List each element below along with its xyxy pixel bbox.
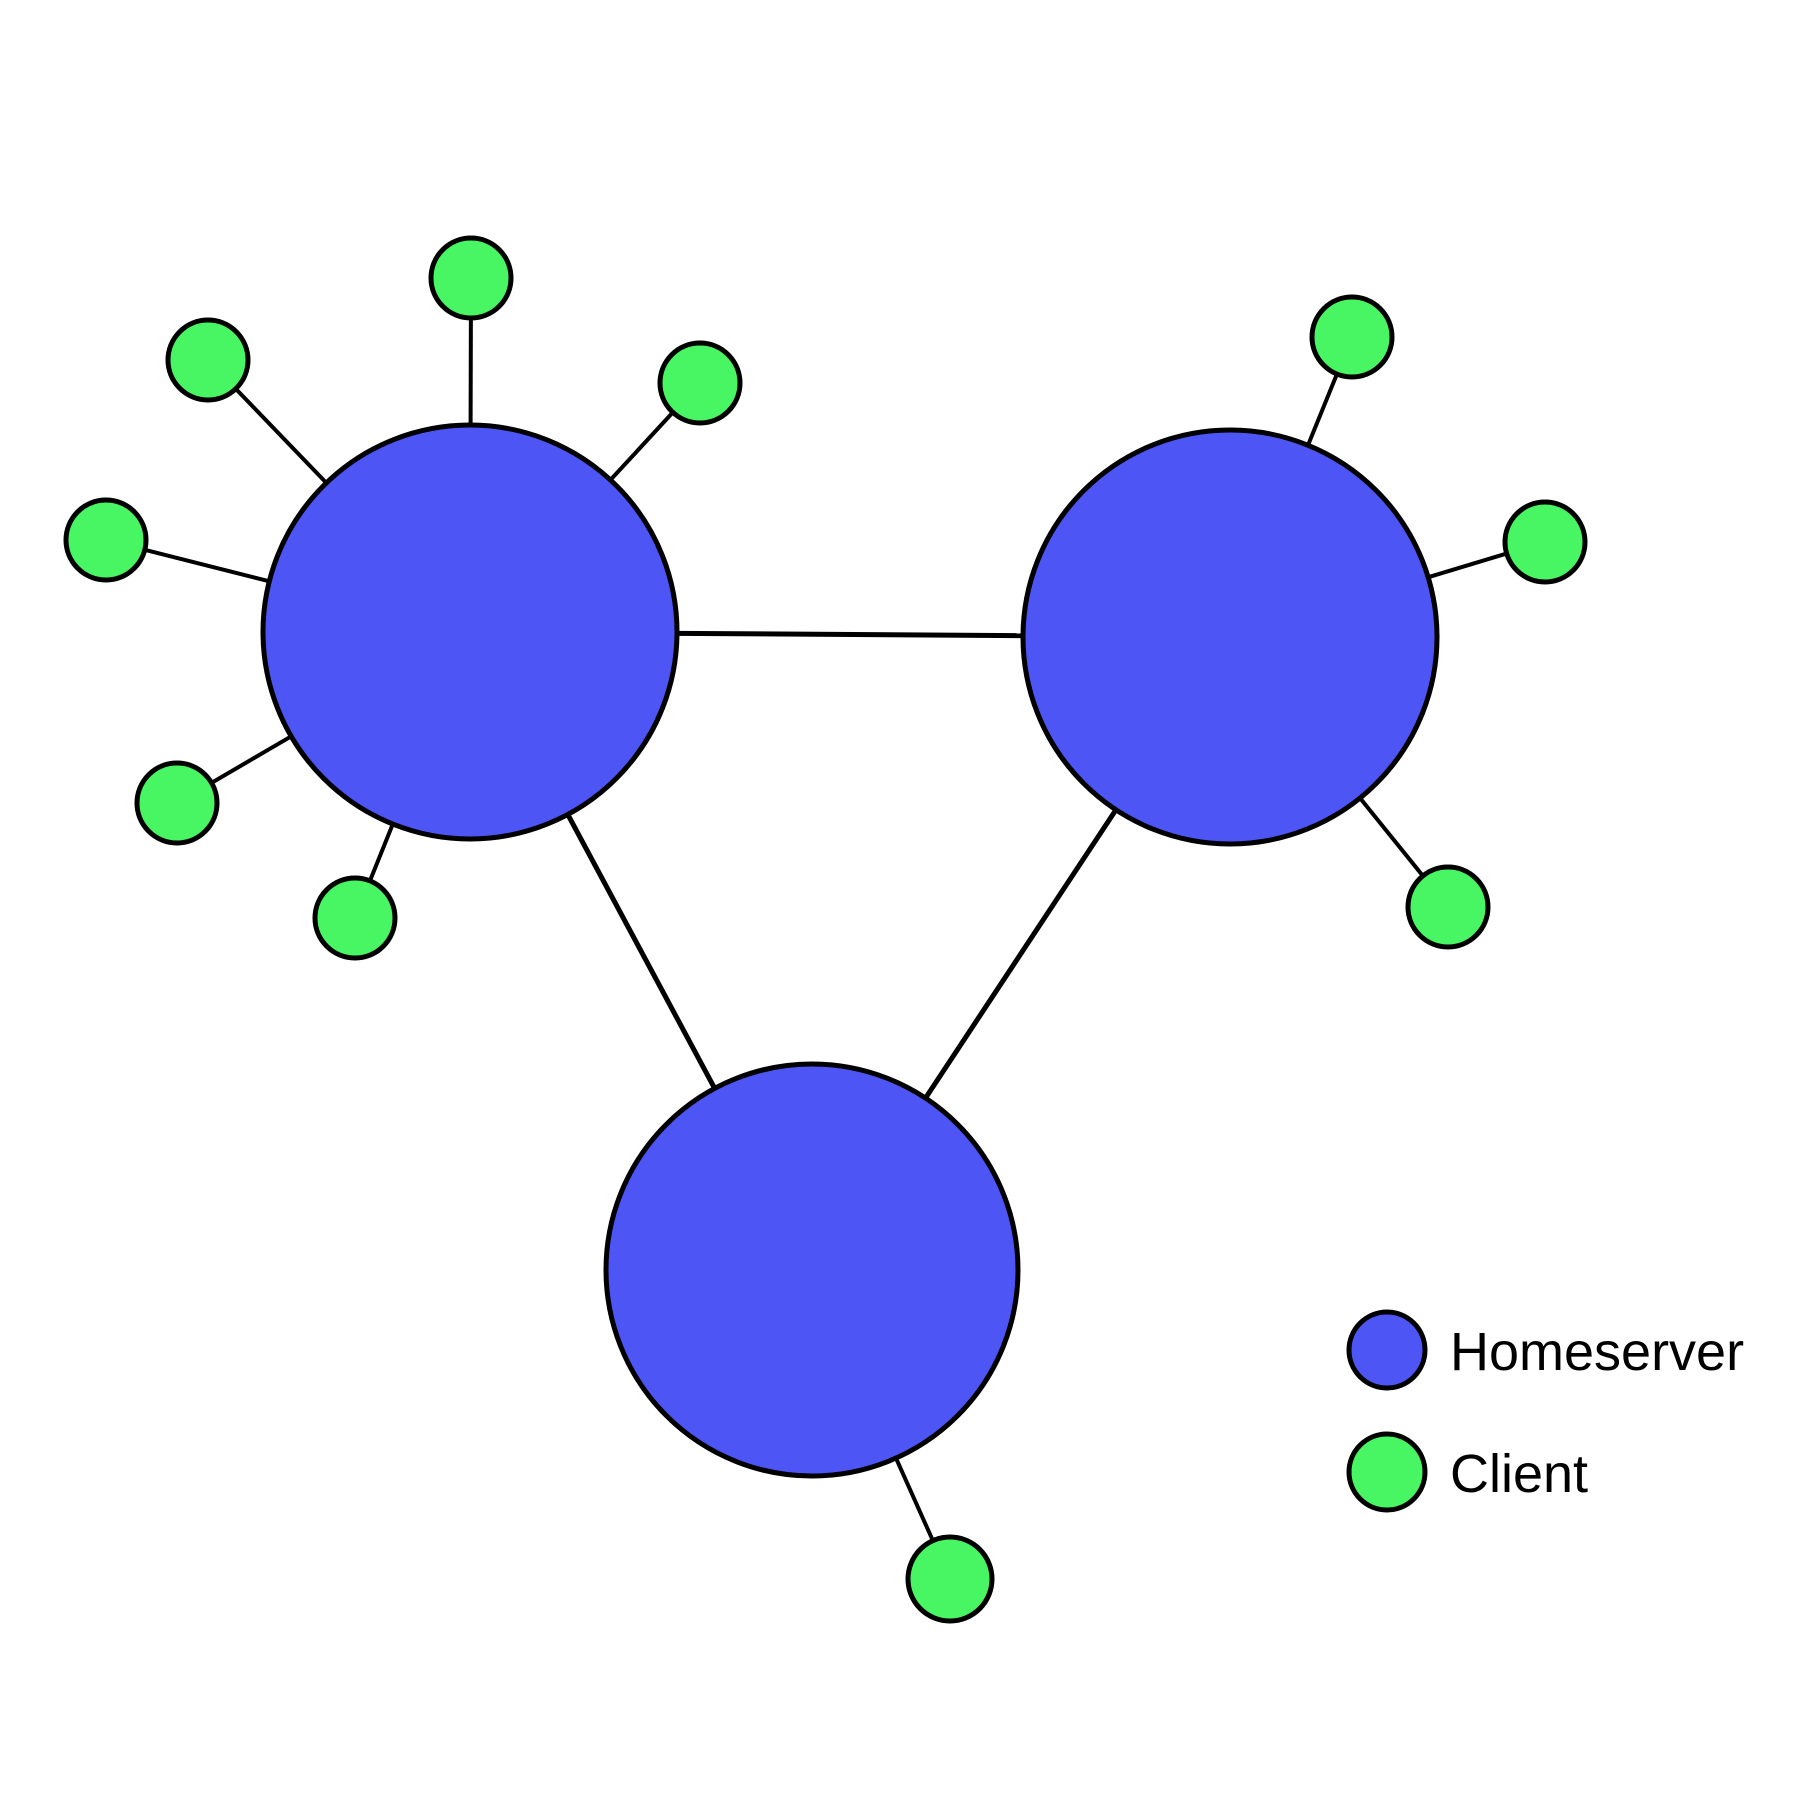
graph-edge-hs1-c5 [208, 733, 294, 786]
legend-label-client: Client [1450, 1444, 1588, 1504]
client-node-c4[interactable] [63, 497, 149, 583]
graph-edge-hs1-hs2 [674, 630, 1026, 639]
client-node-c9[interactable] [1405, 864, 1491, 950]
graph-edge-hs3-c10 [893, 1455, 936, 1544]
client-node-c6[interactable] [312, 875, 398, 961]
client-node-c8[interactable] [1502, 499, 1588, 585]
edges-layer [142, 315, 1510, 1544]
legend-swatch-homeserver [1346, 1309, 1428, 1391]
graph-edge-hs1-c2 [232, 385, 330, 486]
client-node-c7[interactable] [1309, 294, 1395, 380]
homeserver-node-hs1[interactable] [260, 422, 680, 842]
graph-edge-hs1-hs3 [564, 811, 718, 1092]
graph-edge-hs2-c7 [1305, 371, 1340, 448]
homeserver-node-hs2[interactable] [1020, 427, 1440, 847]
graph-edge-hs2-c9 [1357, 795, 1426, 879]
homeserver-node-hs3[interactable] [603, 1061, 1021, 1479]
client-node-c1[interactable] [428, 235, 514, 321]
legend-swatch-client [1346, 1431, 1428, 1513]
client-node-c5[interactable] [134, 760, 220, 846]
graph-edge-hs1-c4 [142, 547, 272, 584]
client-node-c3[interactable] [657, 340, 743, 426]
nodes-layer [63, 235, 1588, 1624]
graph-edge-hs1-c3 [607, 409, 676, 483]
graph-edge-hs1-c6 [367, 821, 396, 884]
graph-edge-hs2-c8 [1425, 551, 1510, 580]
legend-label-homeserver: Homeserver [1450, 1322, 1744, 1382]
client-node-c2[interactable] [165, 317, 251, 403]
client-node-c10[interactable] [905, 1534, 995, 1624]
graph-edge-hs2-hs3 [922, 806, 1120, 1102]
